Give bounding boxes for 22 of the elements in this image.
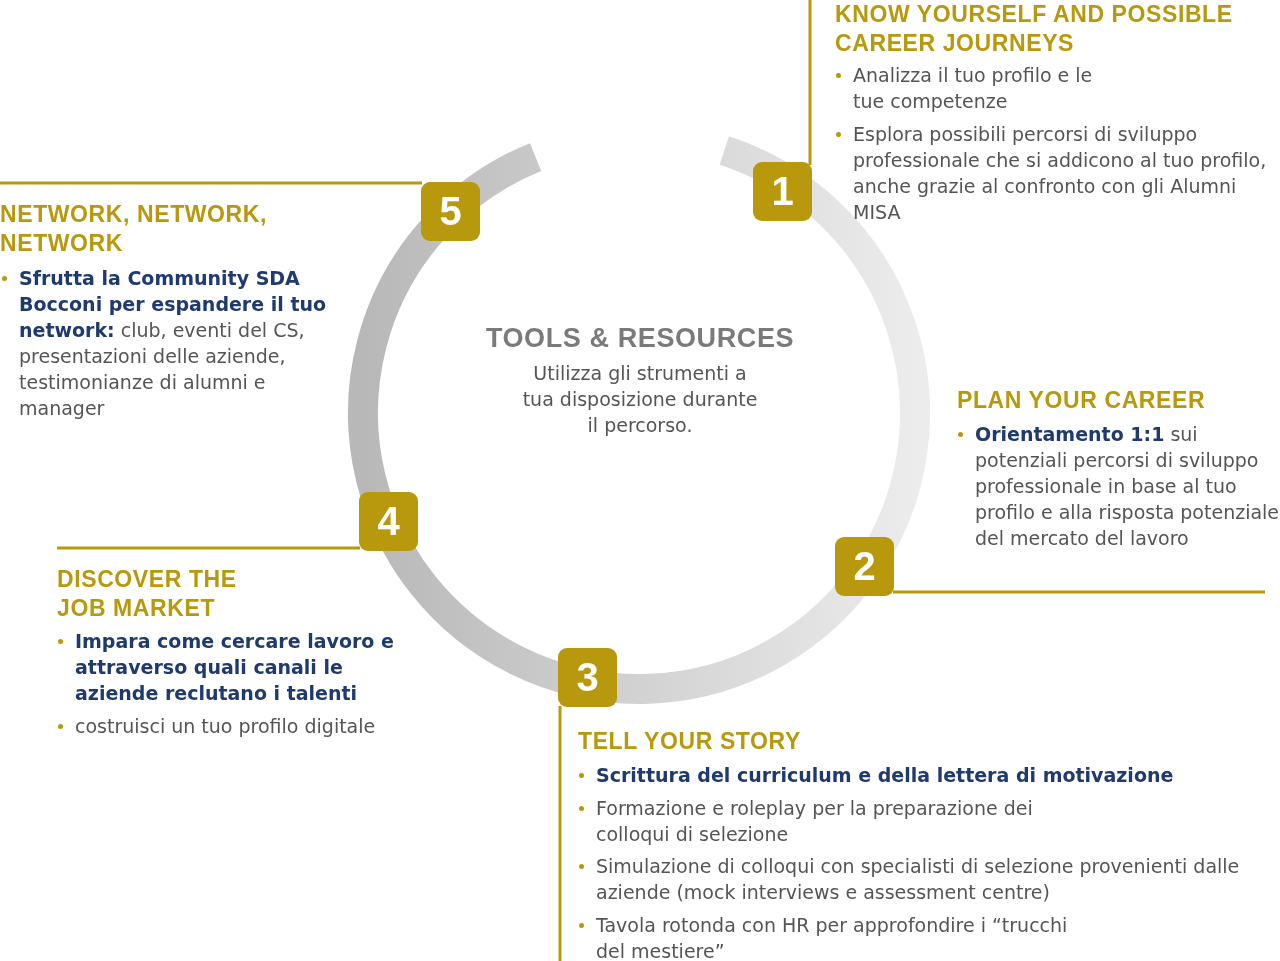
- section-heading: KNOW YOURSELF AND POSSIBLE CAREER JOURNEYS: [835, 0, 1234, 58]
- section-heading: DISCOVER THE JOB MARKET: [57, 565, 237, 623]
- number-badge: 2: [835, 537, 894, 596]
- number-badge: 1: [753, 162, 812, 221]
- bullet-text: Orientamento 1:1 sui potenziali percorsi di sviluppo professionale in base al tuo profilo e alla risposta potenziale del mercato del lavoro: [975, 422, 1280, 551]
- bullet-text: Analizza il tuo profilo e le tue competenze: [853, 63, 1094, 114]
- number-badge: 3: [558, 648, 617, 707]
- number-badge: 4: [359, 492, 418, 551]
- section-heading: PLAN YOUR CAREER: [957, 386, 1207, 415]
- bullet-text: Impara come cercare lavoro e attraverso quali canali le aziende reclutano i talenti: [75, 629, 395, 706]
- section-heading: TELL YOUR STORY: [578, 727, 802, 756]
- bullet-text: Scrittura del curriculum e della lettera di motivazione: [596, 763, 1175, 788]
- bullet-text: Tavola rotonda con HR per approfondire i “trucchi del mestiere”: [596, 913, 1069, 961]
- bullet-text: Formazione e roleplay per la preparazione dei colloqui di selezione: [596, 796, 1034, 847]
- section-heading: TOOLS & RESOURCES: [484, 322, 796, 354]
- bullet-text: Simulazione di colloqui con specialisti di selezione provenienti dalle aziende (mock interviews e assessment centre): [596, 854, 1241, 905]
- description-text: Utilizza gli strumenti a tua disposizione durante il percorso.: [521, 361, 759, 438]
- bullet-text: Esplora possibili percorsi di sviluppo professionale che si addicono al tuo profilo, anche grazie al confronto con gli Alumni MISA: [853, 122, 1268, 225]
- section-heading: NETWORK, NETWORK, NETWORK: [0, 200, 268, 258]
- bullet-text: costruisci un tuo profilo digitale: [75, 714, 377, 739]
- bullet-text: Sfrutta la Community SDA Bocconi per espandere il tuo network: club, eventi del CS, presentazioni delle aziende, testimonianze di alumni e manager: [19, 266, 328, 421]
- number-badge: 5: [421, 182, 480, 241]
